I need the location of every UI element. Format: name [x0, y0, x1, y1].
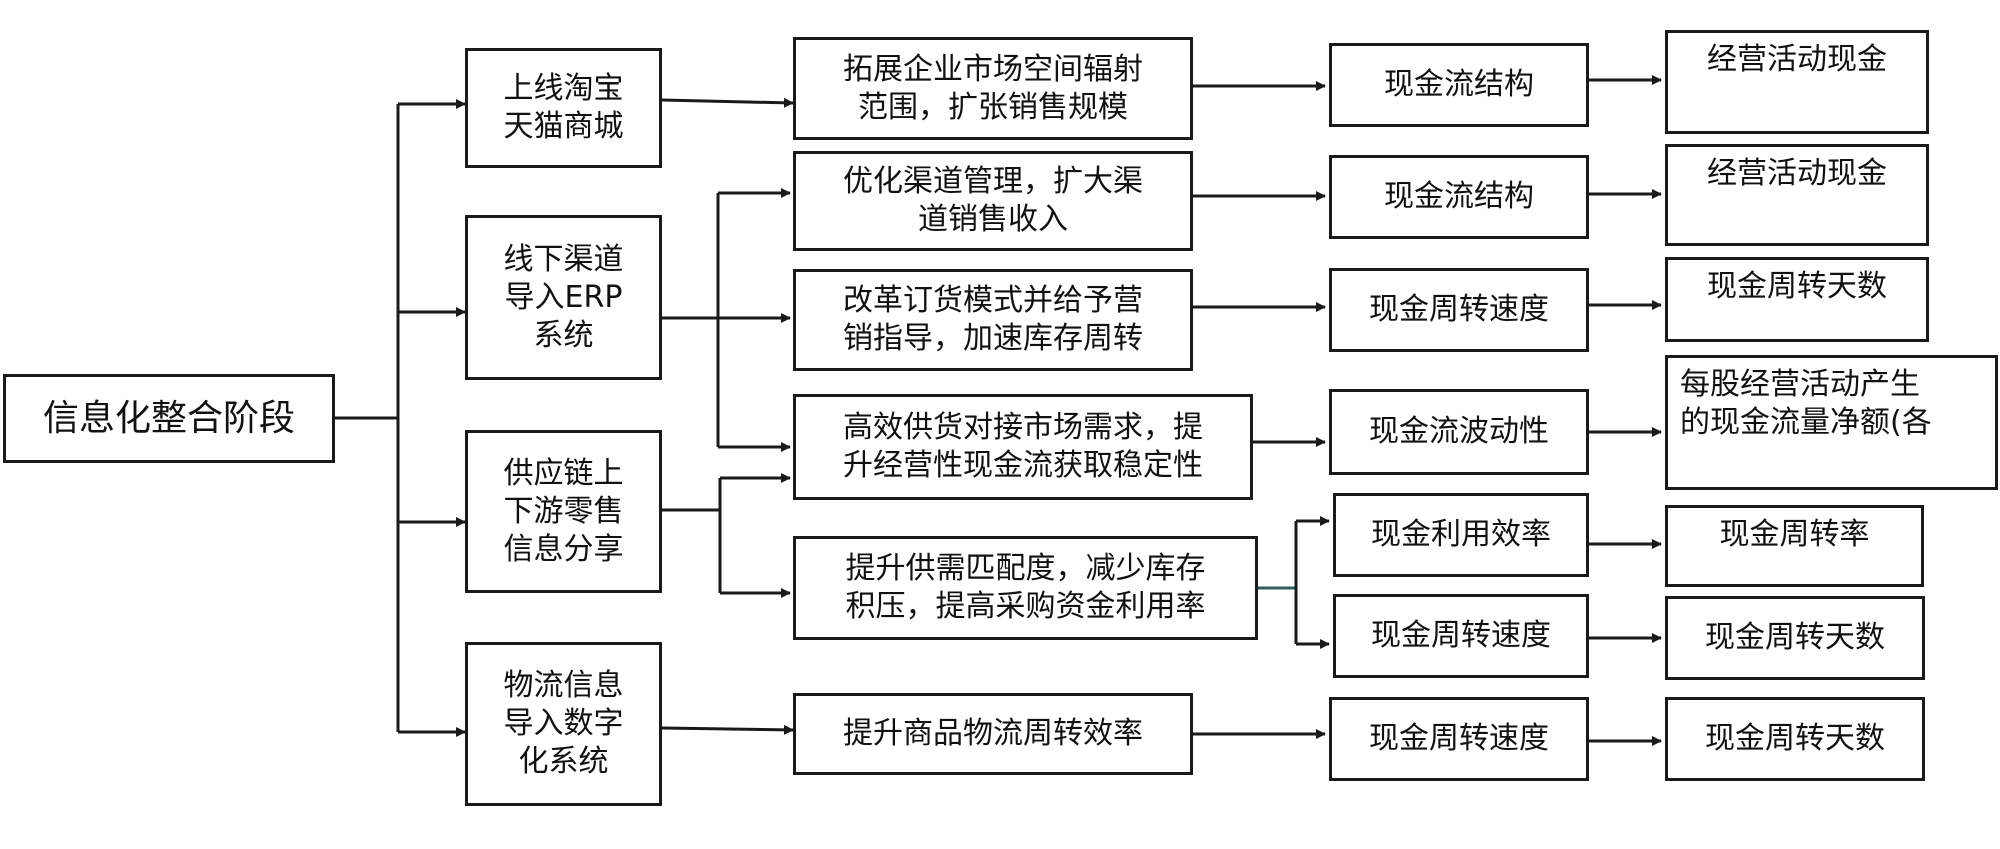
l1-node-taobao-tmall: 上线淘宝 天猫商城: [465, 48, 662, 168]
l4-node-operating-cash-2: 经营活动现金: [1665, 144, 1929, 246]
l4-node-cash-turnover-days-3: 现金周转天数: [1665, 697, 1925, 781]
l1-node-logistics: 物流信息 导入数字 化系统: [465, 642, 662, 806]
l3-node-cash-turnover-speed-1: 现金周转速度: [1329, 268, 1589, 352]
l4-node-operating-cash-1: 经营活动现金: [1665, 30, 1929, 134]
l2-node-market-expansion: 拓展企业市场空间辐射 范围，扩张销售规模: [793, 37, 1193, 140]
l3-node-cash-utilization: 现金利用效率: [1333, 493, 1589, 577]
l3-node-cash-turnover-speed-3: 现金周转速度: [1329, 697, 1589, 781]
l1-node-offline-erp: 线下渠道 导入ERP 系统: [465, 215, 662, 380]
l4-node-cash-turnover-days-1: 现金周转天数: [1665, 257, 1929, 342]
arrow-l1-0-to-l2-0: [661, 97, 794, 108]
l4-node-cash-turnover-rate: 现金周转率: [1665, 505, 1924, 587]
l3-node-cashflow-volatility: 现金流波动性: [1329, 389, 1589, 475]
l2-node-demand-matching: 提升供需匹配度，减少库存 积压，提高采购资金利用率: [793, 536, 1258, 640]
l2-node-channel-management: 优化渠道管理，扩大渠 道销售收入: [793, 151, 1193, 251]
l2-node-ordering-reform: 改革订货模式并给予营 销指导，加速库存周转: [793, 269, 1193, 371]
l1-node-supply-chain: 供应链上 下游零售 信息分享: [465, 430, 662, 593]
l4-node-cash-turnover-days-2: 现金周转天数: [1665, 596, 1925, 680]
arrow-l1-3-to-l2-5: [661, 724, 794, 735]
l4-node-net-operating-cashflow-per-share: 每股经营活动产生 的现金流量净额(各: [1665, 355, 1998, 490]
l3-node-cashflow-structure-2: 现金流结构: [1329, 155, 1589, 239]
l2-node-efficient-supply: 高效供货对接市场需求，提 升经营性现金流获取稳定性: [793, 394, 1253, 500]
root-node: 信息化整合阶段: [3, 374, 335, 463]
l2-node-logistics-turnover: 提升商品物流周转效率: [793, 693, 1193, 775]
l3-node-cash-turnover-speed-2: 现金周转速度: [1333, 594, 1589, 678]
l3-node-cashflow-structure-1: 现金流结构: [1329, 43, 1589, 127]
